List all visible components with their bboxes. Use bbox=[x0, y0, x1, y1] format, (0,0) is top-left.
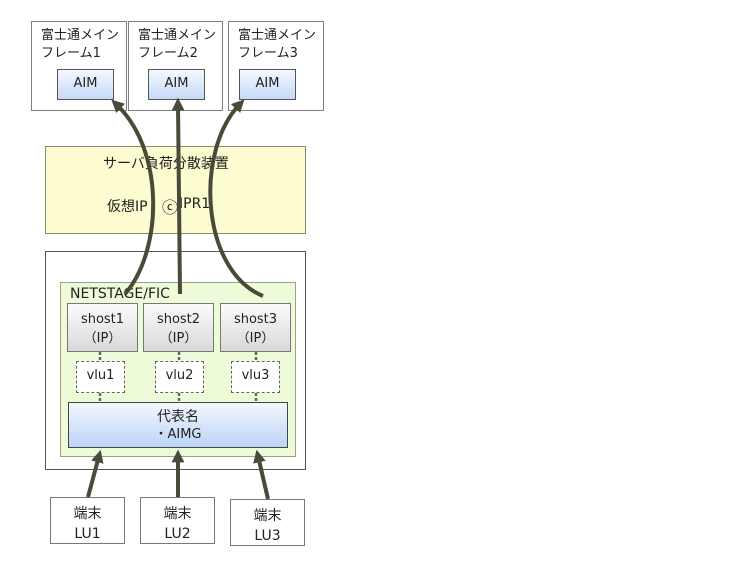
mainframe-3-aim: AIM bbox=[239, 69, 296, 100]
terminal-3: 端末 LU3 bbox=[230, 499, 305, 546]
shost-3-name: shost3 bbox=[233, 312, 278, 327]
load-balancer-title: サーバ負荷分散装置 bbox=[103, 156, 229, 172]
terminal-1-lu: LU1 bbox=[74, 526, 101, 542]
terminal-3-label: 端末 bbox=[253, 508, 282, 524]
virtual-ip-label: 仮想IP bbox=[107, 199, 148, 215]
terminal1-arrow bbox=[86, 449, 104, 498]
netstage-fic-title: NETSTAGE/FIC bbox=[70, 286, 170, 302]
mainframe-3-line1: 富士通メイン bbox=[238, 28, 317, 43]
terminal3-arrow bbox=[253, 449, 270, 500]
terminal-3-lu: LU3 bbox=[254, 528, 281, 544]
shost-2-name: shost2 bbox=[156, 312, 201, 327]
terminal-2-label: 端末 bbox=[163, 506, 192, 522]
terminal-1-label: 端末 bbox=[73, 506, 102, 522]
shost-2: shost2 （IP） bbox=[143, 303, 214, 352]
mainframe-2-aim: AIM bbox=[148, 69, 205, 100]
mainframe-2-line1: 富士通メイン bbox=[138, 28, 217, 43]
representative-title: 代表名 bbox=[157, 409, 199, 425]
shost-2-ip: （IP） bbox=[159, 331, 198, 346]
virtual-ip-mark: ⓒ bbox=[162, 198, 179, 217]
shost-1-name: shost1 bbox=[80, 312, 125, 327]
mainframe-1-line1: 富士通メイン bbox=[41, 28, 120, 43]
mainframe-2-line2: フレーム2 bbox=[138, 46, 198, 61]
vlu-1: vlu1 bbox=[76, 361, 125, 393]
shost1-to-aim1-arrow bbox=[111, 99, 156, 296]
shost2-to-aim2-arrow bbox=[171, 97, 185, 295]
vlu-3: vlu3 bbox=[231, 361, 280, 393]
load-balancer: サーバ負荷分散装置 仮想IP ⓒ IPR1 bbox=[45, 146, 306, 234]
vlu-2: vlu2 bbox=[155, 361, 204, 393]
terminal-2: 端末 LU2 bbox=[140, 497, 215, 544]
shost-1-ip: （IP） bbox=[83, 331, 122, 346]
representative-name: 代表名 ・AIMG bbox=[68, 402, 288, 448]
mainframe-1-line2: フレーム1 bbox=[41, 46, 101, 61]
shost-1: shost1 （IP） bbox=[67, 303, 138, 352]
mainframe-1-aim: AIM bbox=[57, 69, 114, 100]
shost-3: shost3 （IP） bbox=[220, 303, 291, 352]
shost3-to-aim3-arrow bbox=[208, 99, 264, 298]
representative-item: ・AIMG bbox=[154, 427, 202, 442]
terminal-2-lu: LU2 bbox=[164, 526, 191, 542]
mainframe-3-line2: フレーム3 bbox=[238, 46, 298, 61]
terminal-1: 端末 LU1 bbox=[50, 497, 125, 544]
virtual-ip-name: IPR1 bbox=[179, 196, 211, 212]
shost-3-ip: （IP） bbox=[236, 331, 275, 346]
